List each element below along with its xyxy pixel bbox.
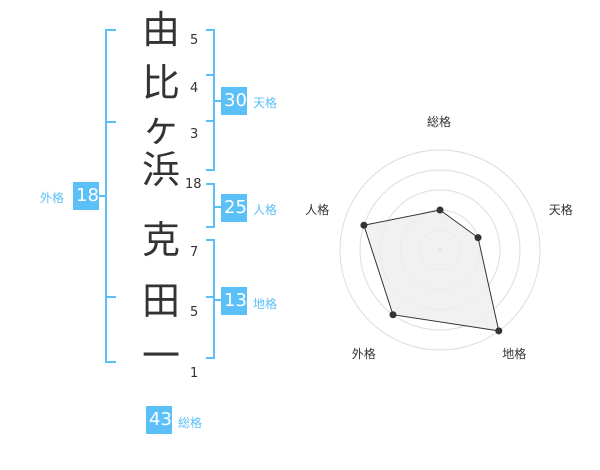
radar-axis-label-4: 外格 bbox=[351, 346, 376, 361]
chikaku-value: 13 bbox=[221, 287, 247, 315]
name-char-7: 一 bbox=[141, 334, 180, 378]
chikaku-label: 地格 bbox=[253, 297, 278, 311]
jinkaku-value: 25 bbox=[221, 194, 247, 222]
soukaku-label: 総格 bbox=[178, 416, 203, 430]
radar-axis-label-2: 天格 bbox=[548, 203, 573, 218]
jinkaku-bracket bbox=[206, 183, 215, 228]
radar-axis-label-3: 地格 bbox=[502, 346, 527, 361]
radar-series-polygon bbox=[363, 209, 500, 332]
radar-point-4 bbox=[389, 311, 397, 319]
name-char-6: 田 bbox=[141, 279, 180, 323]
radar-point-2 bbox=[474, 234, 482, 242]
jinkaku-label: 人格 bbox=[253, 203, 278, 217]
name-char-3: ヶ bbox=[141, 106, 180, 150]
stroke-count-1: 5 bbox=[190, 33, 199, 48]
radar-grid-ring bbox=[359, 169, 521, 331]
radar-axis-label-1: 総格 bbox=[427, 115, 452, 129]
stroke-count-5: 7 bbox=[190, 245, 199, 260]
stroke-count-6: 5 bbox=[190, 305, 199, 320]
stroke-count-4: 18 bbox=[185, 177, 202, 192]
name-char-1: 由 bbox=[141, 8, 180, 52]
soukaku-value: 43 bbox=[146, 406, 172, 434]
tenkaku-label: 天格 bbox=[253, 96, 278, 110]
tenkaku-value: 30 bbox=[221, 87, 247, 115]
gaikaku-label: 外格 bbox=[40, 191, 65, 205]
radar-point-3 bbox=[495, 327, 503, 335]
gaikaku-value: 18 bbox=[73, 182, 99, 210]
stroke-count-2: 4 bbox=[190, 81, 199, 96]
name-char-4: 浜 bbox=[141, 148, 180, 192]
stroke-count-3: 3 bbox=[190, 127, 199, 142]
radar-axis-label-5: 人格 bbox=[305, 203, 330, 218]
name-char-2: 比 bbox=[141, 61, 180, 105]
radar-point-5 bbox=[360, 221, 368, 229]
radar-point-1 bbox=[436, 206, 444, 214]
stroke-count-7: 1 bbox=[190, 366, 199, 381]
radar-grid-ring bbox=[339, 149, 541, 351]
name-char-5: 克 bbox=[141, 218, 180, 262]
